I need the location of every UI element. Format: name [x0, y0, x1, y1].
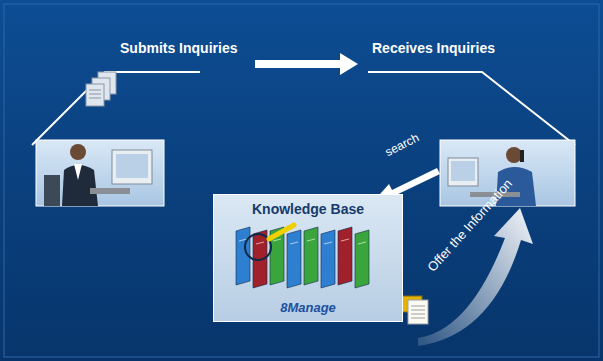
flow-label: Receives Inquiries: [372, 40, 495, 56]
box-title: Knowledge Base: [214, 201, 402, 217]
flow-label: Submits Inquiries: [120, 40, 237, 56]
knowledge-base-box: Knowledge Base 8Manage: [213, 194, 403, 322]
arrow-label: search: [383, 130, 421, 159]
logo-text: 8Manage: [214, 300, 402, 315]
